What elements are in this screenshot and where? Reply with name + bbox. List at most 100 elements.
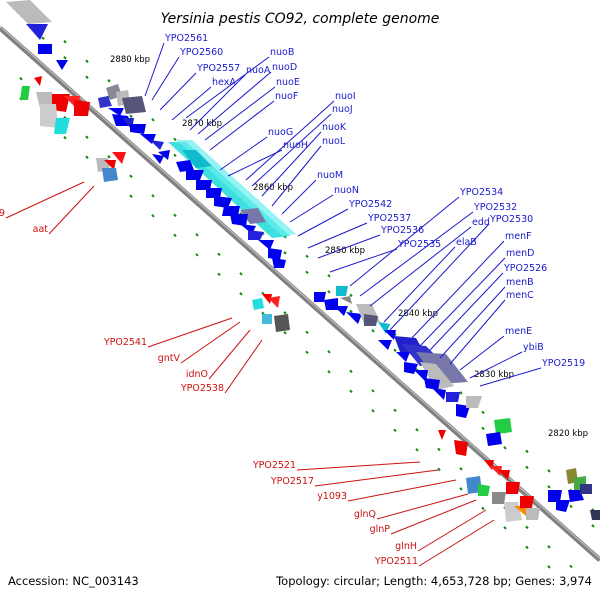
gene-connector	[329, 248, 398, 273]
gene-connector	[5, 181, 85, 219]
tick-mark	[393, 428, 397, 433]
gene-label[interactable]: YPO2560	[179, 47, 223, 58]
tick-mark	[173, 137, 177, 141]
gene-label[interactable]: nuoJ	[332, 104, 353, 115]
gene-connector	[271, 145, 322, 207]
gene-label[interactable]: YPO2538	[180, 383, 224, 394]
tick-mark	[371, 329, 375, 333]
tick-mark	[85, 135, 89, 139]
gene-label[interactable]: nuoN	[334, 185, 359, 196]
tick-mark	[437, 467, 441, 472]
gene-label[interactable]: menD	[506, 248, 534, 259]
tick-mark	[327, 274, 331, 278]
tick-mark	[195, 253, 199, 257]
gene-label[interactable]: YPO2536	[380, 225, 424, 236]
topology-text: Topology: circular; Length: 4,653,728 bp…	[275, 574, 592, 588]
gene-connector	[151, 56, 180, 101]
gene-label[interactable]: ybiB	[523, 342, 544, 353]
gene-label[interactable]: menB	[506, 277, 534, 288]
tick-mark	[151, 214, 155, 218]
gene-connector	[459, 335, 505, 371]
gene-connector	[383, 246, 456, 323]
gene-label[interactable]: glnH	[395, 541, 417, 552]
gene-label[interactable]: nuoK	[322, 122, 347, 133]
tick-mark	[349, 369, 353, 374]
gene-label[interactable]: nuoH	[283, 140, 308, 151]
tick-mark	[481, 506, 485, 511]
tick-mark	[459, 467, 463, 471]
tick-mark	[19, 77, 23, 81]
gene-label[interactable]: YPO2537	[367, 213, 411, 224]
tick-mark	[173, 213, 177, 217]
gene-label[interactable]: edd	[472, 217, 490, 228]
gene-label[interactable]: menC	[506, 290, 534, 301]
gene-connector	[185, 56, 270, 119]
gene-label[interactable]: nuoG	[268, 127, 293, 138]
tick-mark	[481, 426, 485, 431]
gene-label[interactable]: hexA	[212, 77, 236, 88]
tick-mark	[459, 487, 463, 491]
gene-label[interactable]: YPO2535	[397, 239, 441, 250]
tick-mark	[459, 391, 463, 395]
tick-mark	[349, 389, 353, 394]
tick-mark	[261, 311, 265, 316]
gene-label[interactable]: YPO2511	[374, 556, 418, 567]
gene-connector	[227, 149, 283, 177]
gene-label[interactable]: YPO2534	[459, 187, 503, 198]
gene-label[interactable]: nuoI	[335, 91, 356, 102]
tick-mark	[85, 155, 89, 159]
gene-connector	[208, 329, 251, 380]
gene-label[interactable]: menF	[505, 231, 532, 242]
gene-connector	[289, 194, 334, 223]
gene-connector	[389, 223, 490, 331]
gene-connector	[417, 509, 487, 552]
gene-label[interactable]: glnQ	[354, 509, 376, 520]
kbp-label: 2830 kbp	[474, 370, 514, 380]
gene-label[interactable]: YPO2530	[489, 214, 533, 225]
gene-connector	[479, 367, 542, 387]
gene-label[interactable]: nuoM	[317, 170, 343, 181]
gene-label[interactable]: YPO2557	[196, 63, 240, 74]
gene-label[interactable]: YPO2541	[103, 337, 147, 348]
gene-label[interactable]: glnP	[370, 524, 391, 535]
gene-connector	[261, 131, 322, 197]
gene-label[interactable]: nuoB	[270, 47, 294, 58]
tick-mark	[261, 291, 265, 296]
gene-label[interactable]: nuoF	[275, 91, 298, 102]
gene-connector	[147, 317, 233, 348]
gene-label[interactable]: YPO2526	[503, 263, 547, 274]
gene-label[interactable]: nuoE	[276, 77, 300, 88]
gene-label[interactable]: YPO2559	[0, 208, 5, 219]
tick-mark	[85, 75, 89, 79]
gene-label[interactable]: YPO2517	[270, 476, 314, 487]
tick-mark	[393, 408, 397, 413]
gene-label[interactable]: y1093	[317, 491, 347, 502]
gene-label[interactable]: nuoA	[246, 65, 271, 76]
gene-label[interactable]: nuoD	[272, 62, 297, 73]
tick-mark	[63, 40, 67, 44]
tick-mark	[195, 233, 199, 237]
kbp-label: 2840 kbp	[398, 309, 438, 319]
tick-mark	[129, 194, 133, 198]
gene-label[interactable]: YPO2561	[164, 33, 208, 44]
gene-connector	[317, 234, 381, 259]
kbp-label: 2850 kbp	[325, 246, 365, 256]
gene-connector	[48, 185, 95, 235]
gene-label[interactable]: YPO2532	[473, 202, 517, 213]
gene-label[interactable]: YPO2519	[541, 358, 585, 369]
gene-label[interactable]: YPO2542	[348, 199, 392, 210]
tick-mark	[371, 409, 375, 413]
gene-connector	[209, 100, 275, 151]
gene-label[interactable]: YPO2521	[252, 460, 296, 471]
tick-mark	[173, 233, 177, 237]
gene-label[interactable]: idnO	[186, 369, 208, 380]
gene-label[interactable]: aat	[33, 224, 49, 235]
gene-connector	[419, 257, 506, 347]
gene-label[interactable]: nuoL	[322, 136, 346, 147]
gene-connector	[297, 208, 349, 237]
gene-label[interactable]: gntV	[158, 353, 181, 364]
gene-connector	[409, 240, 505, 341]
tick-mark	[305, 254, 309, 259]
gene-label[interactable]: elaB	[456, 237, 477, 248]
gene-label[interactable]: menE	[505, 326, 532, 337]
